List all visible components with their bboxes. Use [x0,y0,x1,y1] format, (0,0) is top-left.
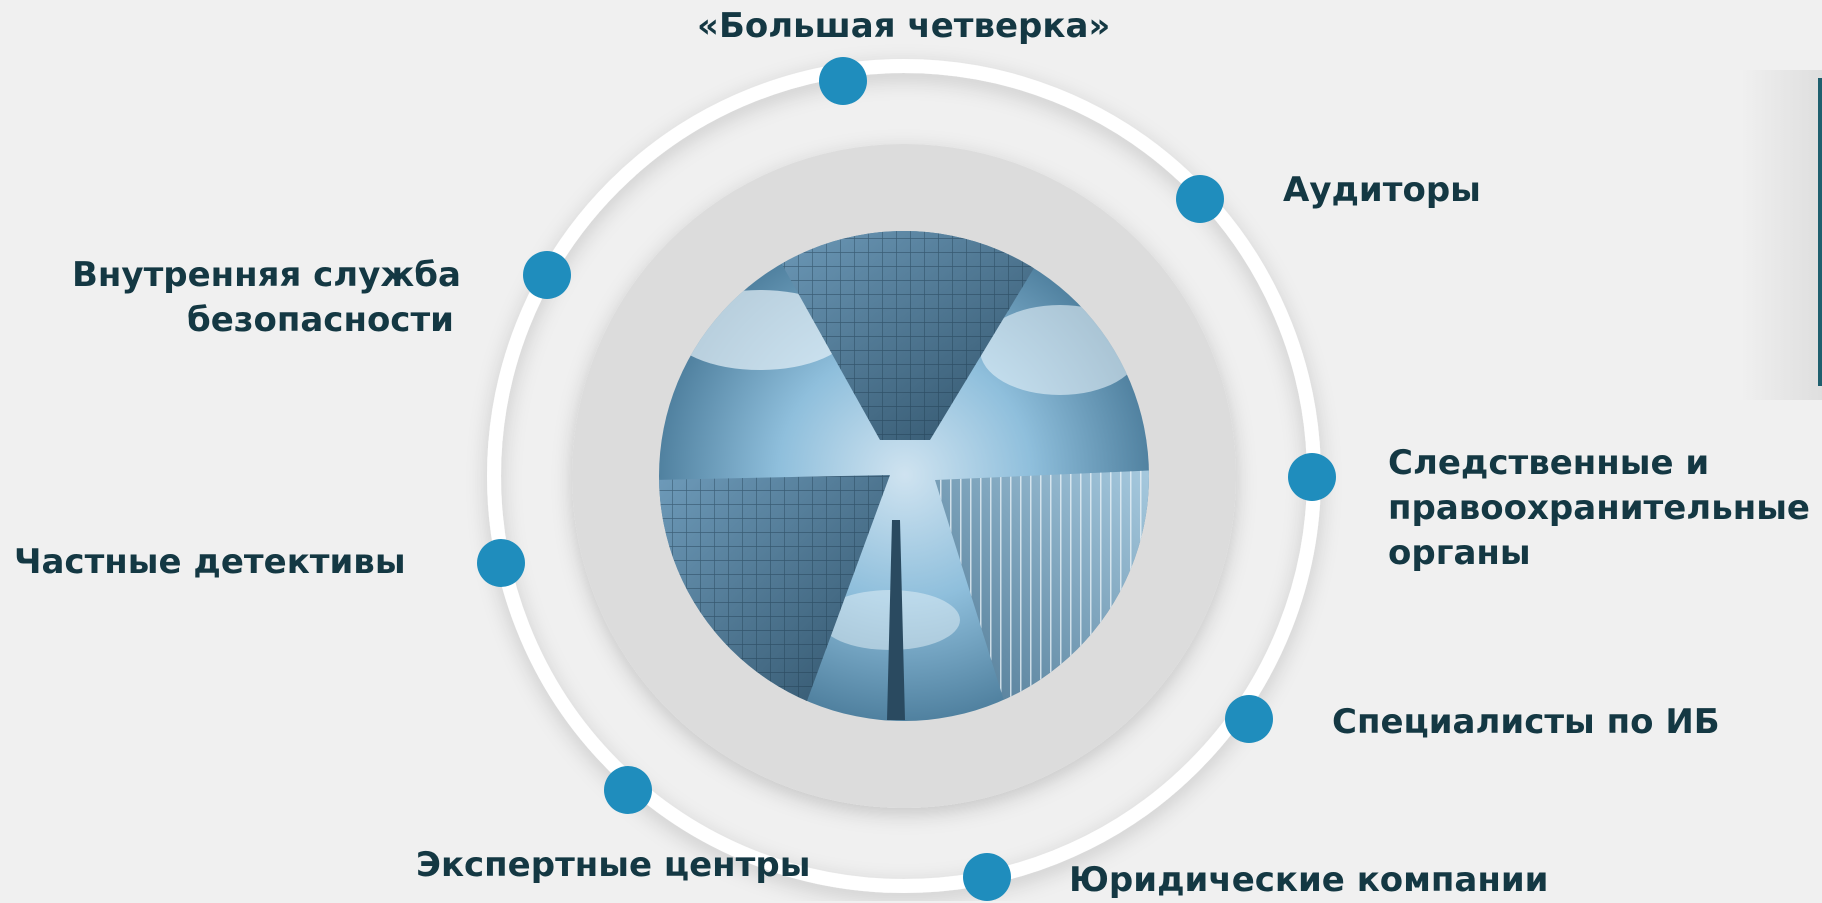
label-law-firms: Юридические компании [1069,860,1549,900]
node-dot-private-detectives [477,539,525,587]
label-expert-centers: Экспертные центры [416,845,811,885]
label-investigative: Следственные и правоохранительные органы [1388,443,1810,573]
label-internal-security: Внутренняя служба безопасности [72,255,461,340]
node-dot-law-firms [963,853,1011,901]
side-panel-shadow [1740,70,1822,400]
node-dot-infosec [1225,695,1273,743]
node-dot-auditors [1176,175,1224,223]
label-big-four: «Большая четверка» [697,6,1111,46]
label-auditors: Аудиторы [1283,170,1481,210]
node-dot-big-four [819,57,867,105]
label-infosec: Специалисты по ИБ [1332,702,1720,742]
label-private-detectives: Частные детективы [14,542,406,582]
node-dot-expert-centers [604,766,652,814]
node-dot-internal-security [523,251,571,299]
side-panel-edge [1818,78,1822,386]
node-dot-investigative [1288,453,1336,501]
